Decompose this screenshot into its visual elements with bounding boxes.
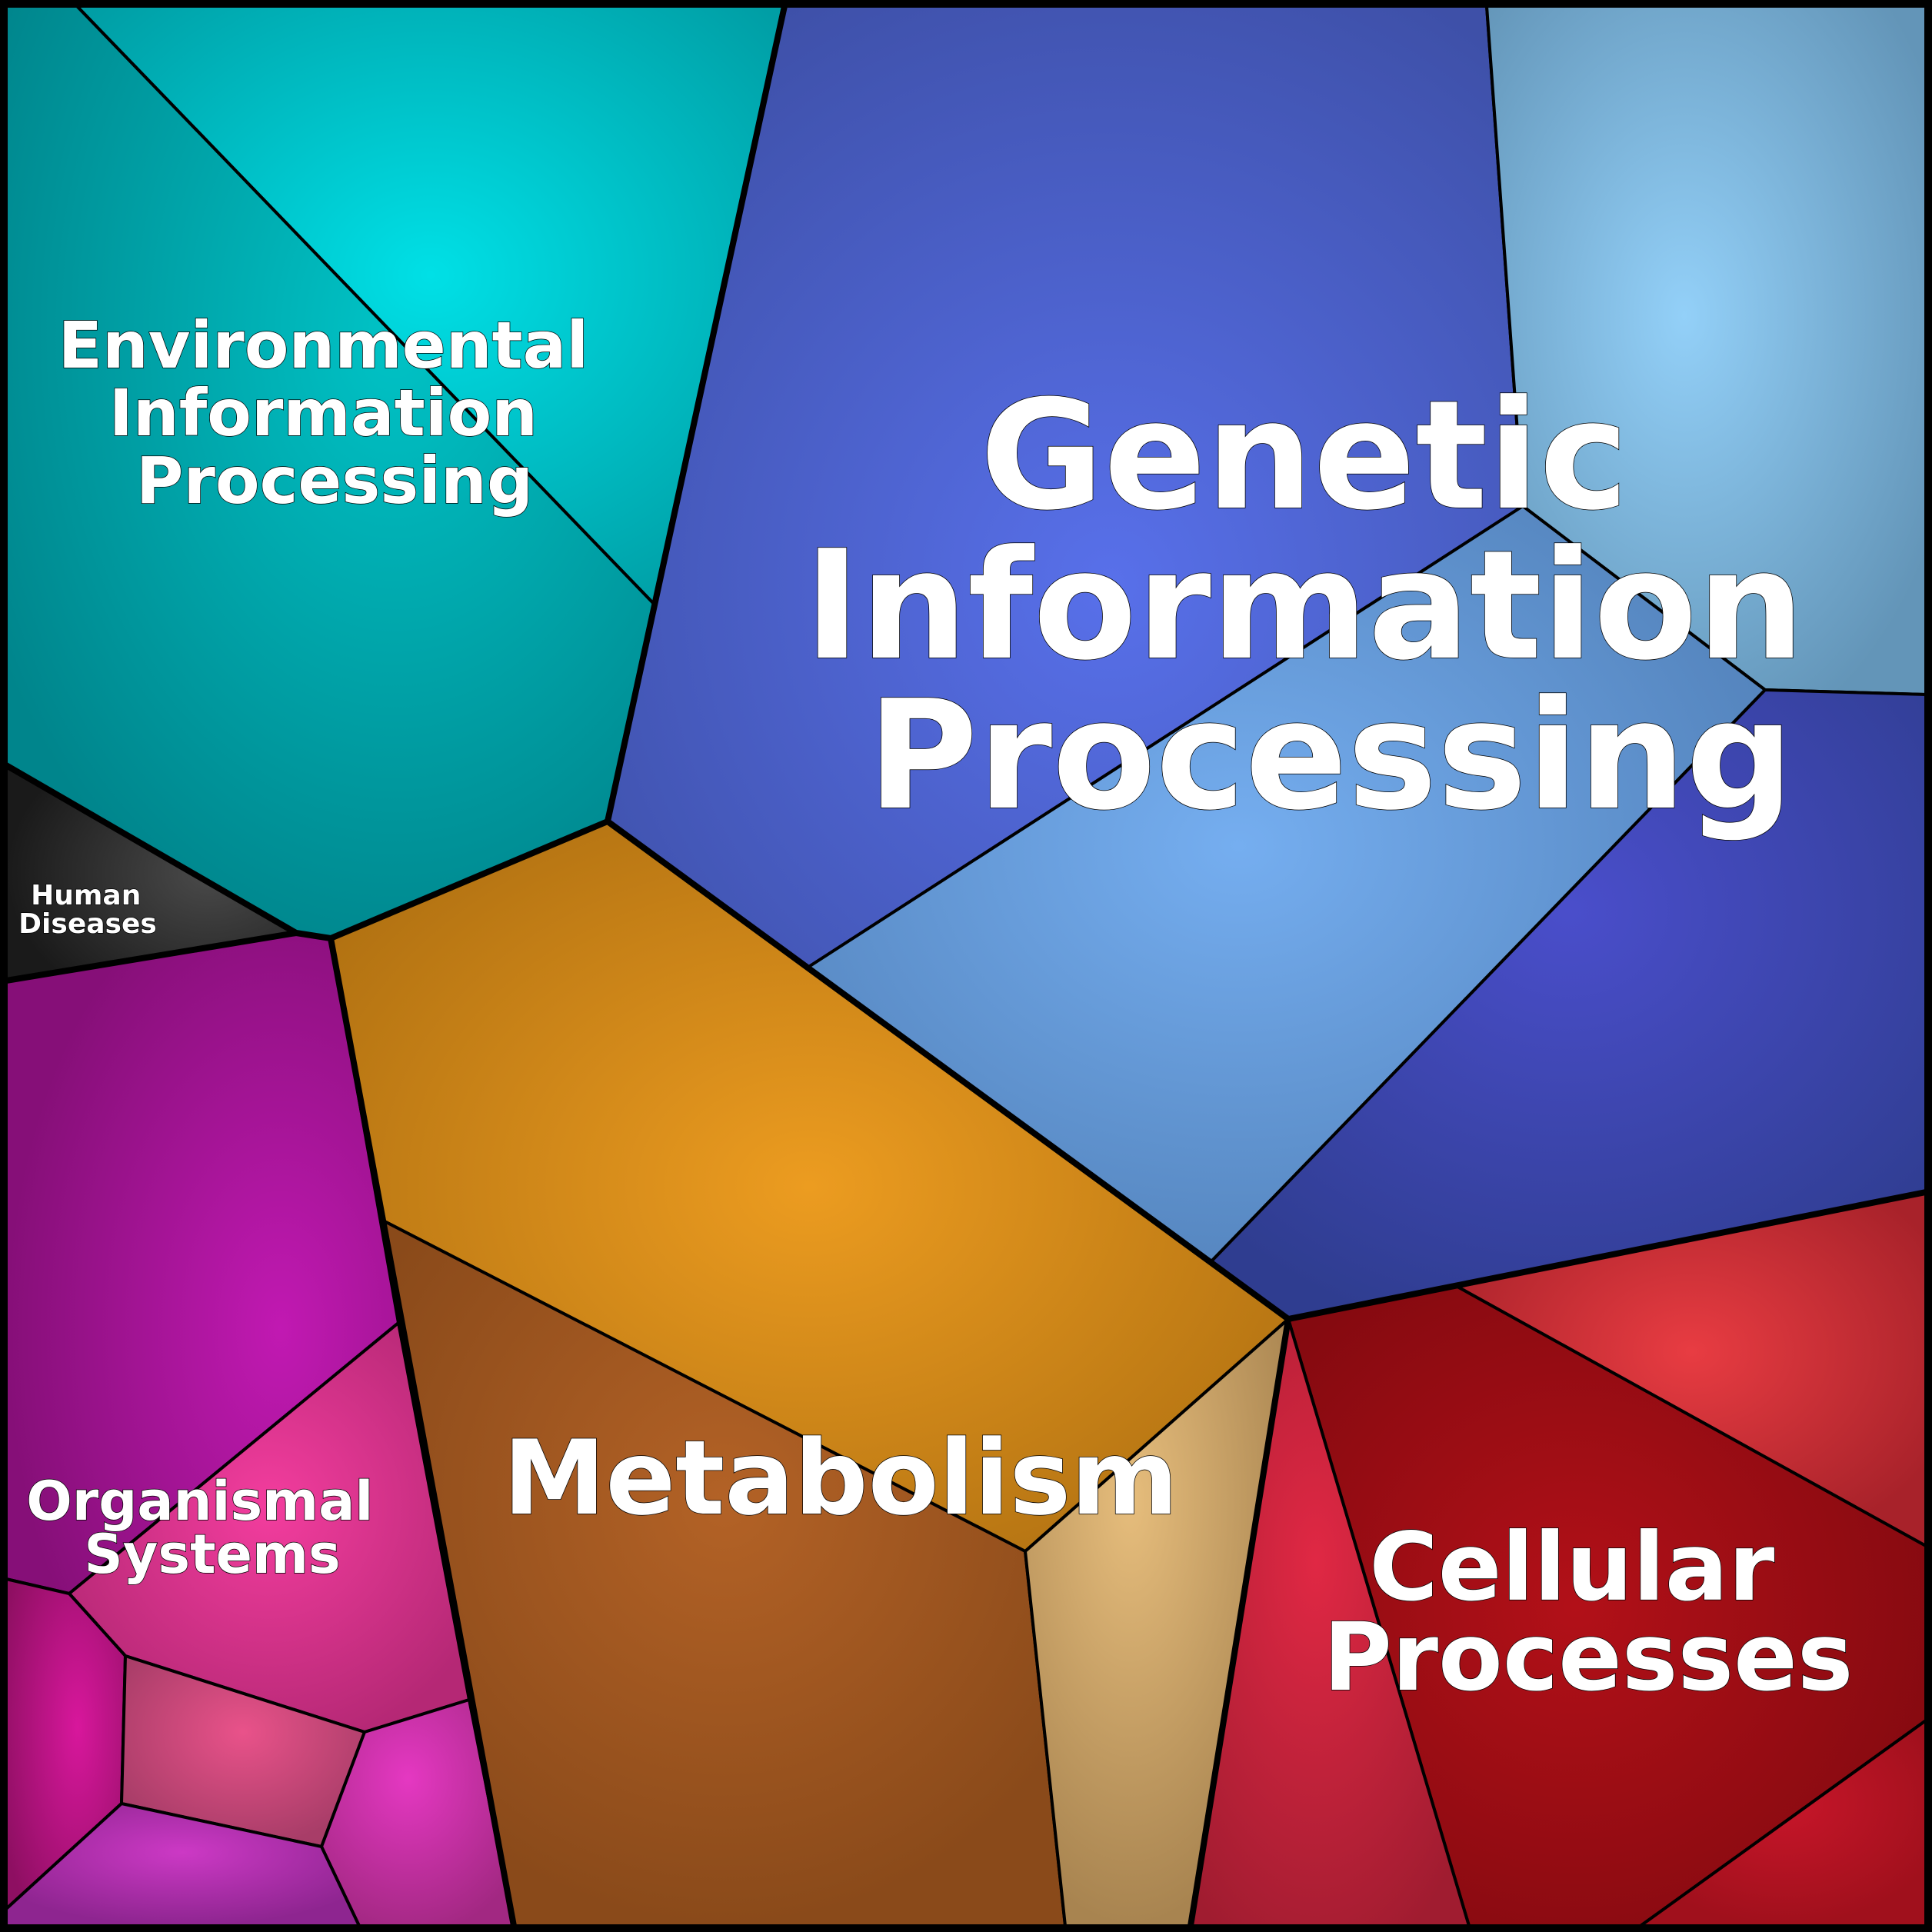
organismal-label: Organismal Systems [26,1470,391,1586]
organismal-region [5,931,515,1927]
human-diseases-label: Human Diseases [18,880,157,940]
genetic-region [606,5,1927,1321]
environmental-label: Environmental Information Processing [58,308,611,518]
environmental-region [5,5,786,940]
metabolism-region [329,820,1290,1927]
genetic-label: Genetic Information Processing [804,368,1857,844]
cellular-region [1189,1191,1927,1927]
metabolism-label: Metabolism [503,1418,1178,1538]
cellular-label: Cellular Processes [1323,1513,1853,1712]
